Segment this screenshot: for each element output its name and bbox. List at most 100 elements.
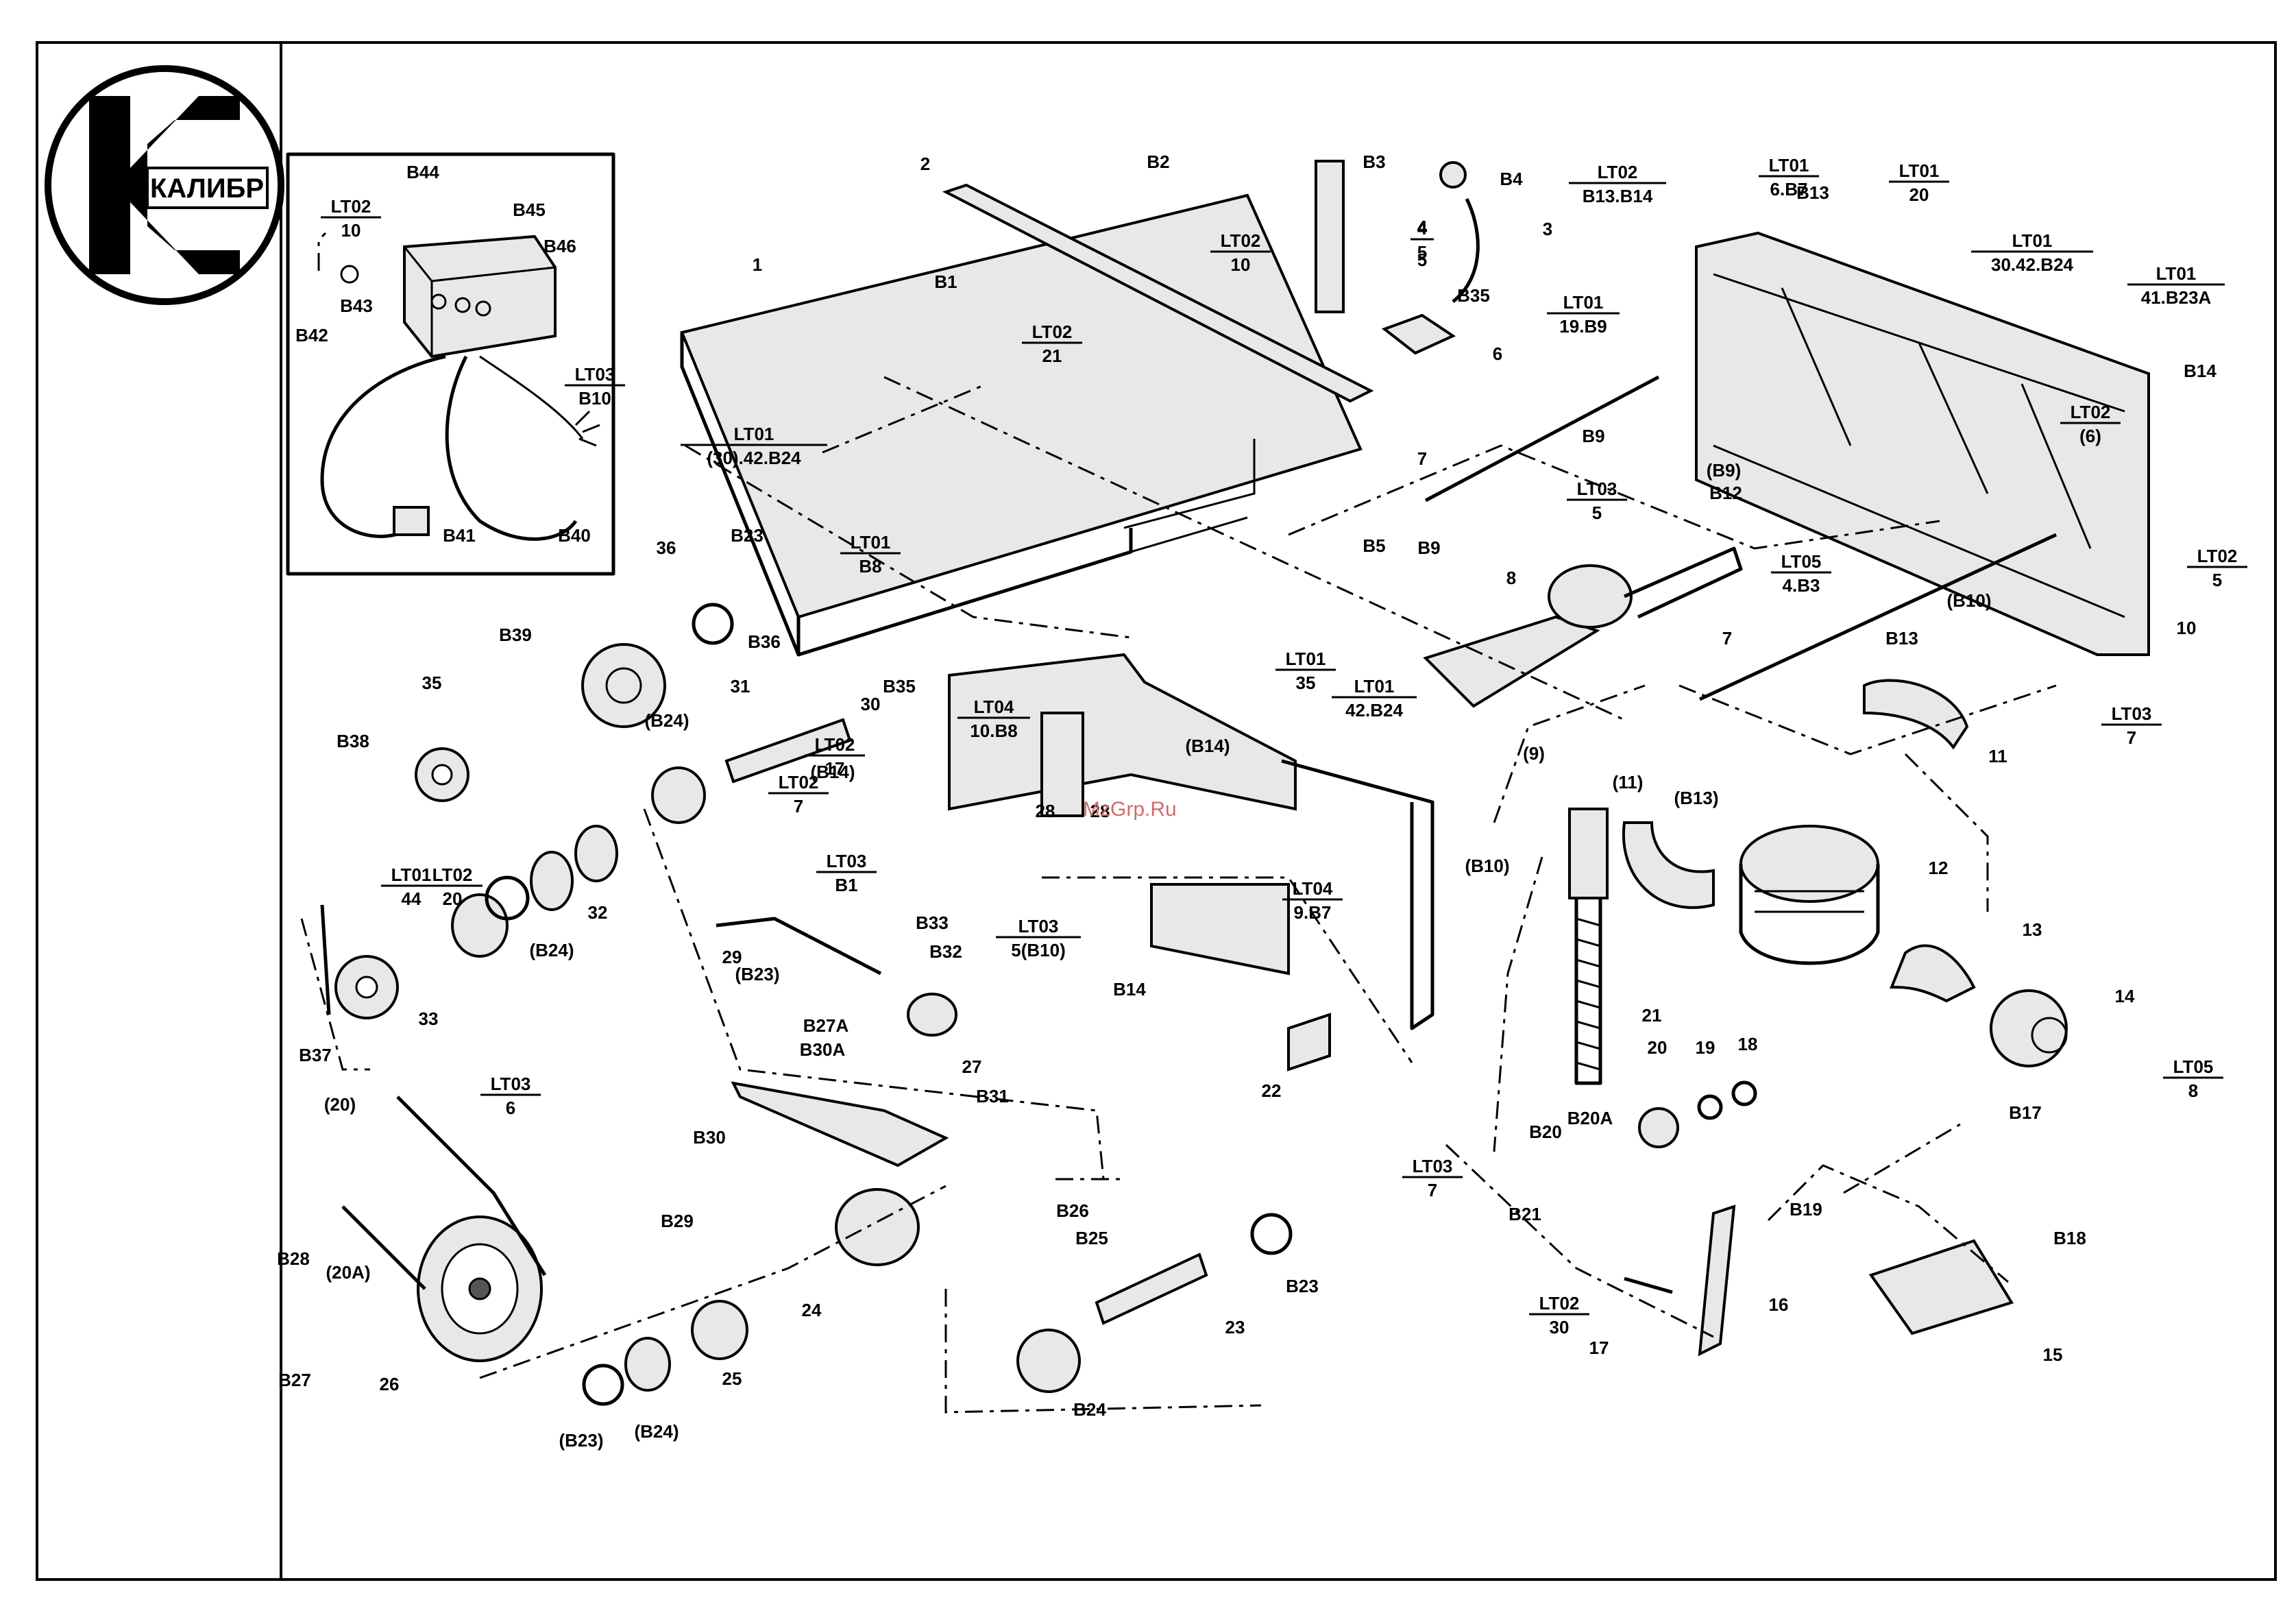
callout-label-b9b: B9 <box>1582 426 1604 446</box>
ref-bottom: 8 <box>2188 1080 2198 1101</box>
callout-label-l20a: (20A) <box>326 1262 370 1283</box>
callout-label-l36: 36 <box>657 537 676 558</box>
callout-label-b13a: B13 <box>1796 182 1829 203</box>
ref-label-r_lt02_6p: LT02(6) <box>2060 402 2121 446</box>
part-8-crank-arm <box>1423 546 1743 708</box>
part-18-washer <box>1731 1080 1757 1106</box>
ref-bottom: 20 <box>443 888 463 909</box>
callout-label-l4: 4 <box>1417 217 1428 237</box>
ref-bottom: 5 <box>1592 503 1602 523</box>
callout-label-b20a: B20A <box>1567 1108 1613 1128</box>
callout-labels: 123456778(9)1011(11)121314151617181920(2… <box>277 152 2216 1451</box>
part-b23-ring-right <box>1250 1213 1293 1255</box>
ref-top: LT04 <box>974 697 1014 717</box>
ref-label-r_lt05_8: LT05 8 <box>2163 1056 2223 1101</box>
ref-label-r_4_5: 45 <box>1410 218 1434 263</box>
ref-bottom: 35 <box>1296 673 1316 693</box>
ref-bottom: 30 <box>1550 1317 1570 1337</box>
ref-top: LT05 <box>2173 1056 2214 1077</box>
callout-label-b27: B27 <box>278 1370 311 1390</box>
callout-label-l11: 11 <box>1988 746 2007 766</box>
ref-bottom: 5(B10) <box>1011 940 1065 960</box>
callout-label-b20: B20 <box>1529 1122 1562 1142</box>
callout-label-b25: B25 <box>1075 1228 1108 1248</box>
callout-label-l26: 26 <box>380 1374 400 1394</box>
part-22-plate <box>1287 1013 1331 1072</box>
part-10-rear-frame <box>1695 231 2150 656</box>
part-2-fence-bar <box>942 183 1374 403</box>
callout-label-l3: 3 <box>1543 219 1552 239</box>
part-b24-bearing-left <box>530 851 574 911</box>
ref-bottom: 42.B24 <box>1345 700 1403 721</box>
callout-label-l35: 35 <box>422 673 442 693</box>
callout-label-l33: 33 <box>419 1008 439 1029</box>
callout-label-l22: 22 <box>1262 1080 1282 1101</box>
callout-label-b14p: (B14) <box>810 762 855 782</box>
callout-label-b2: B2 <box>1147 152 1169 172</box>
ref-top: 4 <box>1417 218 1428 239</box>
ref-top: LT03 <box>2112 703 2152 724</box>
ref-top: LT01 <box>1769 155 1809 175</box>
callout-label-l20: 20 <box>1648 1037 1668 1058</box>
ref-bottom: B1 <box>835 875 857 895</box>
part-20-sprocket <box>1638 1107 1679 1148</box>
callout-label-b24a: B24 <box>1073 1399 1106 1420</box>
callout-label-l19: 19 <box>1696 1037 1715 1058</box>
ref-bottom: B8 <box>859 556 881 577</box>
callout-label-b35a: B35 <box>1457 285 1490 306</box>
part-13-clamp <box>1890 944 1976 1003</box>
callout-label-b4: B4 <box>1500 169 1523 189</box>
callout-label-b13b: B13 <box>1885 628 1918 649</box>
callout-label-b23b: B23 <box>1286 1276 1319 1296</box>
callout-label-l27: 27 <box>962 1056 982 1077</box>
callout-label-l21: 21 <box>1642 1005 1662 1026</box>
callout-label-l32: 32 <box>588 902 608 923</box>
callout-label-b18: B18 <box>2053 1228 2086 1248</box>
callout-label-l5: 5 <box>1417 250 1427 270</box>
ref-bottom: 5 <box>1417 242 1427 263</box>
callout-label-l11p: (11) <box>1613 772 1644 792</box>
ref-bottom: 19.B9 <box>1559 316 1607 337</box>
part-bracket <box>731 1081 949 1167</box>
ref-top: LT02 <box>1221 230 1261 251</box>
ref-top: LT02 <box>1598 162 1638 182</box>
callout-label-l6: 6 <box>1493 343 1502 364</box>
main-gearbox-housing <box>948 653 1434 1030</box>
callout-label-l15: 15 <box>2043 1344 2063 1365</box>
part-11-clamp <box>1863 679 1969 750</box>
callout-label-b32: B32 <box>929 941 962 962</box>
part-29-rod <box>716 917 882 976</box>
ref-top: LT02 <box>2071 402 2111 422</box>
ref-top: LT01 <box>1563 292 1604 313</box>
part-lt03-chain <box>396 1096 547 1276</box>
reference-labels: LT0210LT03B10LT0221LT021045LT02B13.B14LT… <box>321 155 2247 1337</box>
ref-bottom: B13.B14 <box>1583 186 1653 206</box>
callout-label-l7b: 7 <box>1722 628 1732 649</box>
callout-label-b23p: (B23) <box>735 964 779 984</box>
callout-label-l28: 28 <box>1036 801 1055 821</box>
callout-label-l31: 31 <box>731 676 750 697</box>
part-1-table-top <box>680 193 1363 657</box>
ref-top: LT01 <box>2012 230 2053 251</box>
part-23-shaft <box>1095 1252 1208 1325</box>
callout-label-l12: 12 <box>1929 858 1949 878</box>
ref-label-r_lt01_p3042b24: LT01(30).42.B24 <box>681 424 827 468</box>
callout-label-b37: B37 <box>299 1045 332 1065</box>
part-b23-ring <box>692 603 734 645</box>
callout-label-b29: B29 <box>661 1211 694 1231</box>
callout-label-l16: 16 <box>1769 1294 1789 1315</box>
callout-label-b24p: (B24) <box>644 710 689 731</box>
part-21-lead-screw <box>1568 808 1609 1085</box>
callout-label-l1: 1 <box>753 254 762 275</box>
part-4-post <box>1315 160 1345 313</box>
ref-label-r_lt01_19b9: LT01 19.B9 <box>1547 292 1620 337</box>
callout-label-l2: 2 <box>920 154 930 174</box>
callout-label-b13p: (B13) <box>1674 788 1718 808</box>
callout-label-b42: B42 <box>295 325 328 346</box>
callout-label-b40: B40 <box>558 525 591 546</box>
